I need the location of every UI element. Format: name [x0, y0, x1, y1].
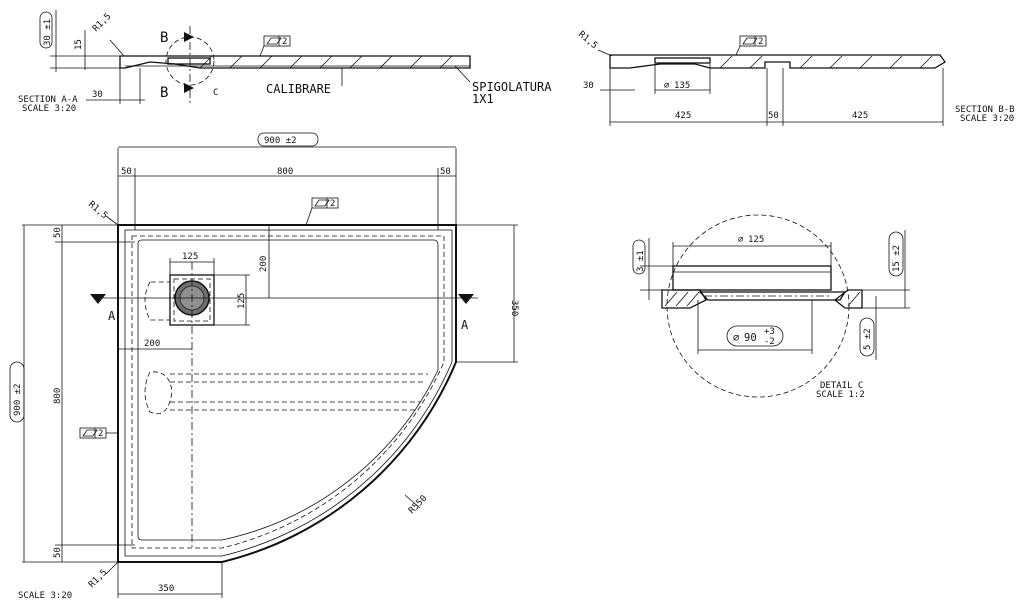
section-b-b-scale: SCALE 3:20	[960, 114, 1014, 124]
flatness-value-top: 2	[330, 199, 335, 209]
dim-15-detail: 15 ±2	[892, 245, 902, 272]
plan-view: A A 900 ±2 50 800 50 2 R1,5 900 ±2 50 80…	[9, 132, 519, 601]
plan-view-scale: SCALE 3:20	[18, 591, 72, 601]
dim-height-30: 30 ±1	[43, 19, 53, 46]
dim-50-top: 50	[53, 227, 63, 238]
label-spigolatura: SPIGOLATURA	[472, 80, 552, 94]
flatness-symbol-bb	[739, 35, 767, 47]
dim-425-right: 425	[852, 111, 868, 121]
dim-5-detail: 5 ±2	[863, 328, 873, 350]
dim-425-left: 425	[675, 111, 691, 121]
dim-overall-height: 900 ±2	[13, 383, 23, 416]
section-b-b-view: 425 50 425 ⌀ 135 30 R1,5 2 SECTION B-B S…	[576, 30, 1015, 126]
detail-c-tray-right	[833, 289, 863, 309]
detail-c-circle	[666, 214, 850, 398]
dim-125-h: 125	[182, 252, 198, 262]
section-b-arrow-bottom	[184, 83, 194, 93]
section-b-arrow-top	[184, 32, 194, 42]
detail-c-tray-left	[661, 289, 707, 309]
flatness-value-aa: 2	[282, 37, 287, 47]
detail-c-marker: C	[213, 88, 218, 98]
detail-c-scale: SCALE 1:2	[816, 390, 865, 400]
detail-c-drain-body	[672, 265, 832, 291]
radius-label-aa: R1,5	[91, 12, 113, 34]
section-b-b-hatching	[719, 55, 933, 69]
detail-c-drain-flange	[698, 291, 847, 301]
section-b-b-title: SECTION B-B	[955, 105, 1015, 115]
dim-50-right: 50	[440, 167, 451, 177]
detail-c-title: DETAIL C	[820, 381, 863, 391]
svg-text:⌀: ⌀	[738, 235, 744, 245]
section-a-a-title: SECTION A-A	[18, 95, 78, 105]
section-a-a-view: B B C 30 ±1 15 30 R1,5 2 CALIBRARE SPIGO…	[18, 10, 552, 114]
dim-90-tol-minus: -2	[764, 337, 775, 347]
dim-50-left: 50	[121, 167, 132, 177]
dim-overall-width: 900 ±2	[264, 136, 297, 146]
dim-3-detail: 3 ±1	[636, 250, 646, 272]
section-a-arrow-left	[90, 294, 106, 304]
flatness-value-side: 2	[98, 429, 103, 439]
dim-200-v: 200	[259, 256, 269, 272]
radius-label-bb: R1,5	[576, 30, 599, 52]
section-b-marker-top: B	[160, 30, 168, 46]
dim-50-bb: 50	[768, 111, 779, 121]
section-a-a-hatching	[199, 55, 453, 69]
section-b-b-profile	[609, 54, 946, 69]
groove-end	[144, 371, 173, 415]
detail-c-view: ⌀ 125 3 ±1 15 ±2 5 ±2 ⌀ 90 +3 -2 DETAIL …	[632, 214, 910, 400]
tray-basin	[137, 239, 439, 541]
radius-label-top: R1,5	[86, 200, 109, 222]
flatness-symbol-top	[311, 197, 339, 209]
dim-30-bb: 30	[583, 81, 594, 91]
dim-350-right: 350	[509, 300, 519, 316]
section-a-marker-left: A	[108, 309, 116, 323]
section-a-a-scale: SCALE 3:20	[22, 104, 76, 114]
dim-200-h: 200	[144, 339, 160, 349]
dim-50-bottom: 50	[53, 547, 63, 558]
dim-drain-135-prefix: ⌀	[664, 81, 670, 91]
dim-drain-135: 135	[674, 81, 690, 91]
dim-800-top: 800	[277, 167, 293, 177]
section-a-arrow-right	[458, 294, 474, 304]
dim-90-detail: 90	[744, 332, 757, 344]
dim-800-side: 800	[53, 388, 63, 404]
radius-label-bottom: R1,5	[87, 568, 109, 590]
section-a-marker-right: A	[461, 318, 469, 332]
dim-90-frame	[726, 325, 784, 347]
svg-text:⌀: ⌀	[733, 332, 739, 344]
dim-125-v: 125	[237, 293, 247, 309]
label-calibrare: CALIBRARE	[266, 82, 331, 96]
dim-15: 15	[74, 39, 84, 50]
dim-30: 30	[92, 90, 103, 100]
flatness-symbol-aa	[263, 35, 291, 47]
dim-height-frame	[39, 11, 53, 49]
tray-outline	[117, 224, 457, 563]
section-b-marker-bottom: B	[160, 85, 168, 101]
section-b-b-drain	[654, 57, 711, 64]
tray-inner-edge	[131, 235, 445, 549]
flatness-value-bb: 2	[758, 37, 763, 47]
dim-125-detail: 125	[748, 235, 764, 245]
section-a-a-drain	[167, 57, 211, 65]
radius-label-arc: R550	[407, 494, 429, 516]
dim-90-tol-plus: +3	[764, 327, 775, 337]
label-1x1: 1X1	[472, 92, 494, 106]
dim-350-bottom: 350	[158, 584, 174, 594]
